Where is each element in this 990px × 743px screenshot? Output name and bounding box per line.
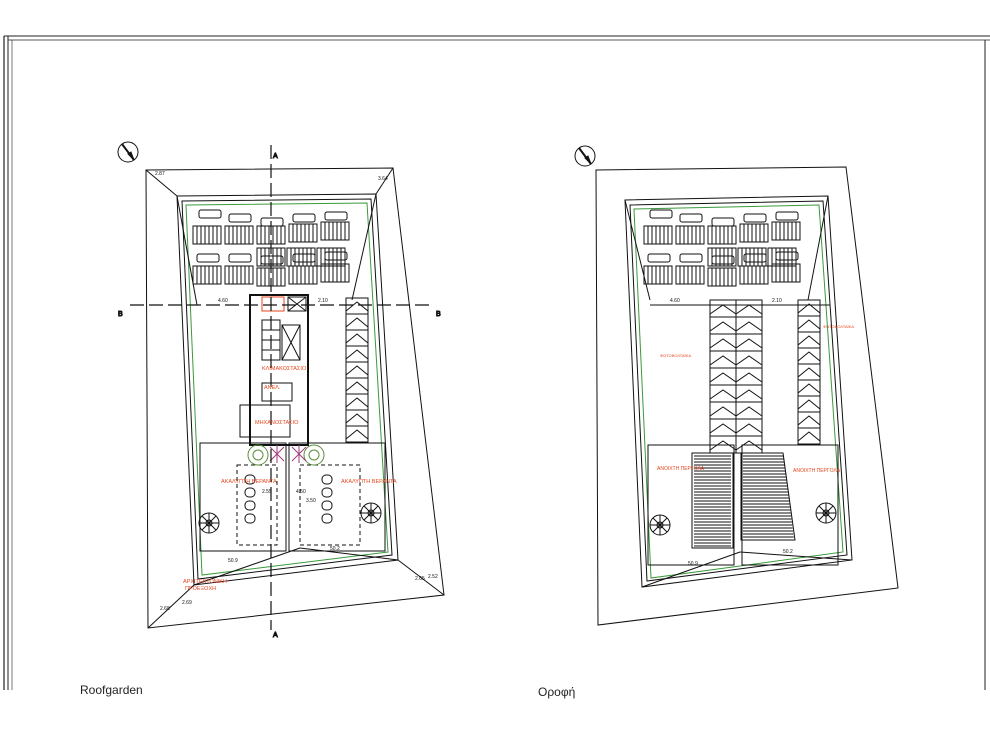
label-pv-left: ΦΩΤΟΒΟΛΤΑΪΚΑ — [660, 353, 691, 358]
dim-inner-c: 2.55 — [262, 489, 272, 495]
roofgarden-plan: B B A A — [117, 141, 445, 640]
setback-line — [185, 202, 389, 576]
label-pergola-right: ΑΝΟΙΧΤΗ ΠΕΡΓΟΛΑ — [793, 468, 841, 474]
dim-corner-b: 2.65 — [415, 576, 425, 582]
spiral-stair-icon — [649, 514, 671, 536]
pergola-left — [691, 452, 734, 549]
pergola-right — [740, 452, 796, 541]
label-pv-right: ΦΩΤΟΒΟΛΤΑΪΚΑ — [823, 324, 854, 329]
left-annotations: 4.60 2.10 50.9 50.2 2.87 3.64 2.52 2.68 … — [155, 171, 438, 612]
tree-icon — [247, 444, 269, 466]
dim-inner-a: 3.50 — [306, 498, 316, 504]
solar-panel-column — [345, 297, 369, 443]
solar-panel-column — [797, 299, 821, 445]
dim-top-left: 4.60 — [218, 298, 228, 304]
dim-top-right: 2.10 — [772, 298, 782, 304]
terrace-right-area — [288, 442, 386, 552]
dim-bottom-left: 50.9 — [228, 558, 238, 564]
label-machine-room: ΜΗΧΑΝΟΣΤΑΣΙΟ — [255, 420, 299, 426]
label-terrace-left: ΑΚΑΛΥΠΤΗ ΒΕΡΑΝΤΑ — [221, 479, 277, 485]
spiral-stair-icon — [815, 502, 837, 524]
pergola-slats — [694, 455, 794, 547]
plan-caption-roof: Οροφή — [538, 685, 576, 699]
label-pergola-left: ΑΝΟΙΧΤΗ ΠΕΡΓΟΛΑ — [657, 466, 705, 472]
svg-text:A: A — [273, 153, 278, 160]
setback-line — [633, 204, 844, 579]
building-outline-inner — [181, 198, 393, 580]
svg-text:B: B — [118, 311, 123, 318]
label-setback-b: ΠΡΟΕΞΟΧΗ — [185, 586, 216, 592]
tree-icon — [303, 444, 325, 466]
svg-text:A: A — [273, 632, 278, 639]
dim-bottom-right: 50.2 — [330, 546, 340, 552]
pv-stack — [709, 299, 763, 454]
dim-corner-a: 2.69 — [182, 600, 192, 606]
spiral-stair-icon — [198, 512, 220, 534]
dim-bottom-right: 50.2 — [783, 549, 793, 555]
label-setback-a: ΑΡΧΙΤΕΚΤΟΝΙΚΗ — [183, 579, 227, 585]
roof-plan — [574, 145, 899, 626]
stair-core — [249, 294, 309, 446]
spiral-stair-icon — [360, 502, 382, 524]
building-outline-inner — [629, 200, 848, 582]
right-annotations: 4.60 2.10 50.9 50.2 — [670, 298, 793, 567]
svg-text:B: B — [436, 311, 441, 318]
lounge-chairs — [244, 474, 333, 524]
flower-icon — [269, 445, 285, 463]
north-arrow-icon — [117, 141, 139, 163]
terrace-left-area — [199, 442, 287, 552]
solar-panel-array — [192, 209, 350, 287]
dim-side-c: 2.52 — [428, 574, 438, 580]
right-labels: ΦΩΤΟΒΟΛΤΑΪΚΑ ΦΩΤΟΒΟΛΤΑΪΚΑ ΑΝΟΙΧΤΗ ΠΕΡΓΟΛ… — [657, 324, 854, 474]
dim-top-right: 2.10 — [318, 298, 328, 304]
flower-icon — [291, 445, 307, 463]
dim-top-left: 4.60 — [670, 298, 680, 304]
dim-side-d: 2.68 — [160, 606, 170, 612]
label-lift: ΑΝΕΛ. — [264, 385, 281, 391]
plan-caption-roofgarden: Roofgarden — [80, 683, 143, 697]
label-terrace-right: ΑΚΑΛΥΠΤΗ ΒΕΡΑΝΤΑ — [341, 479, 397, 485]
dim-side-b: 3.64 — [378, 176, 388, 182]
dim-side-a: 2.87 — [155, 171, 165, 177]
dim-bottom-left: 50.9 — [688, 561, 698, 567]
sheet-frame — [3, 35, 990, 690]
label-stairs: ΚΛΙΜΑΚΟΣΤΑΣΙΟ — [262, 366, 307, 372]
dim-inner-b: 4.50 — [296, 489, 306, 495]
solar-panel-array — [643, 209, 801, 287]
left-room-labels: ΚΛΙΜΑΚΟΣΤΑΣΙΟ ΑΝΕΛ. ΜΗΧΑΝΟΣΤΑΣΙΟ ΑΚΑΛΥΠΤ… — [183, 366, 397, 592]
plot-boundary — [595, 166, 899, 626]
north-arrow-icon — [574, 145, 596, 167]
